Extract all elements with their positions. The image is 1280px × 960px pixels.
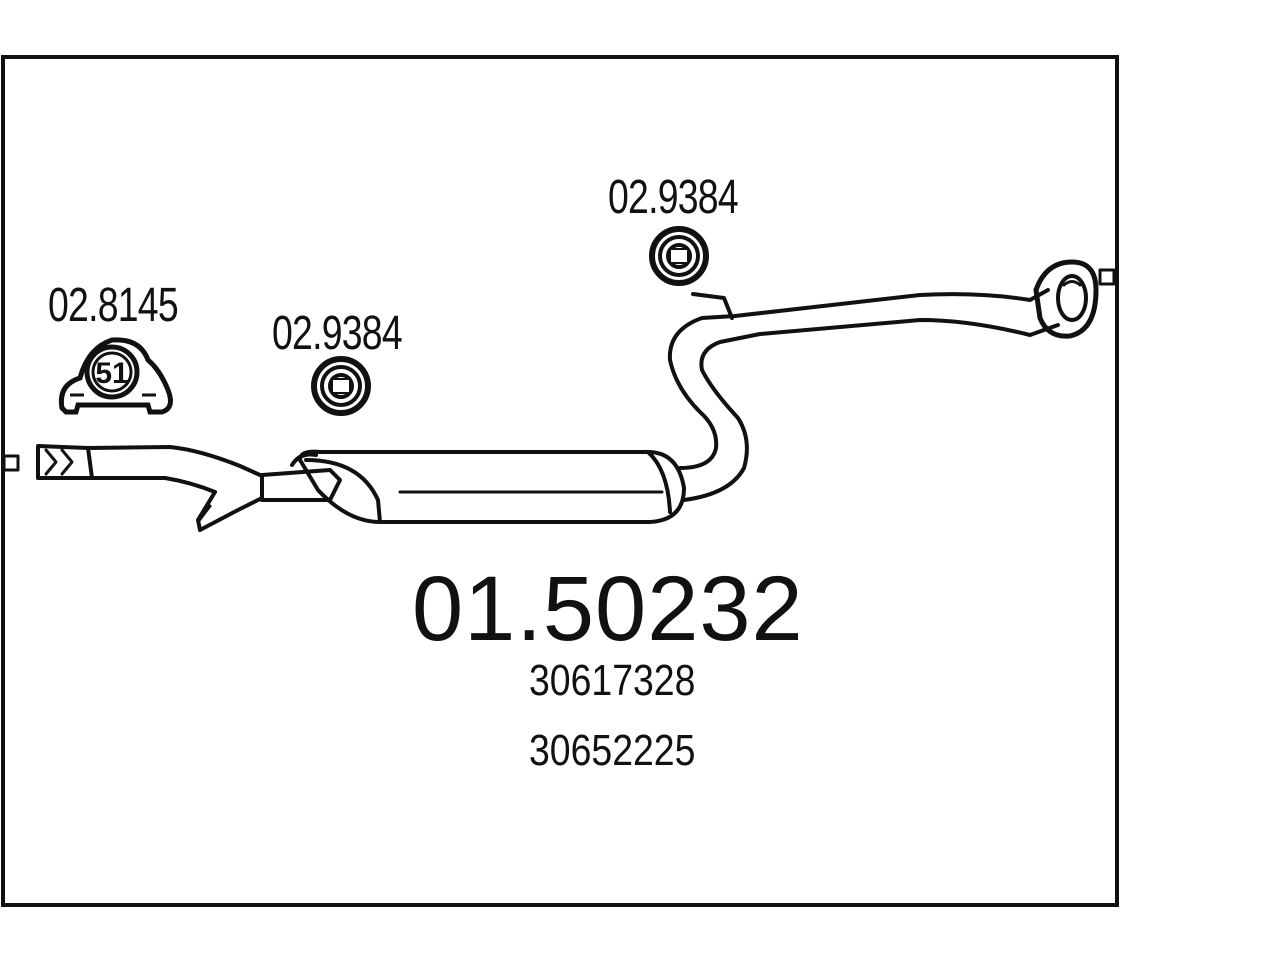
clamp-part-number: 02.8145 [48,279,179,332]
clamp-icon [58,337,173,415]
rear-connector-tab [1098,268,1116,286]
front-connector-tab [2,454,20,472]
exhaust-pipe-assembly [2,259,1116,532]
rubber-hanger-icon-front [311,356,371,416]
rubber-hanger-icon-rear [649,226,709,286]
clamp-size-label: 51 [95,357,128,390]
main-part-number: 01.50232 [412,558,804,660]
oe-number-2: 30652225 [529,726,696,775]
diagram-frame [1,55,1119,907]
oe-number-1: 30617328 [529,656,696,705]
hanger-front-part-number: 02.9384 [272,307,403,360]
hanger-rear-part-number: 02.9384 [608,171,739,224]
